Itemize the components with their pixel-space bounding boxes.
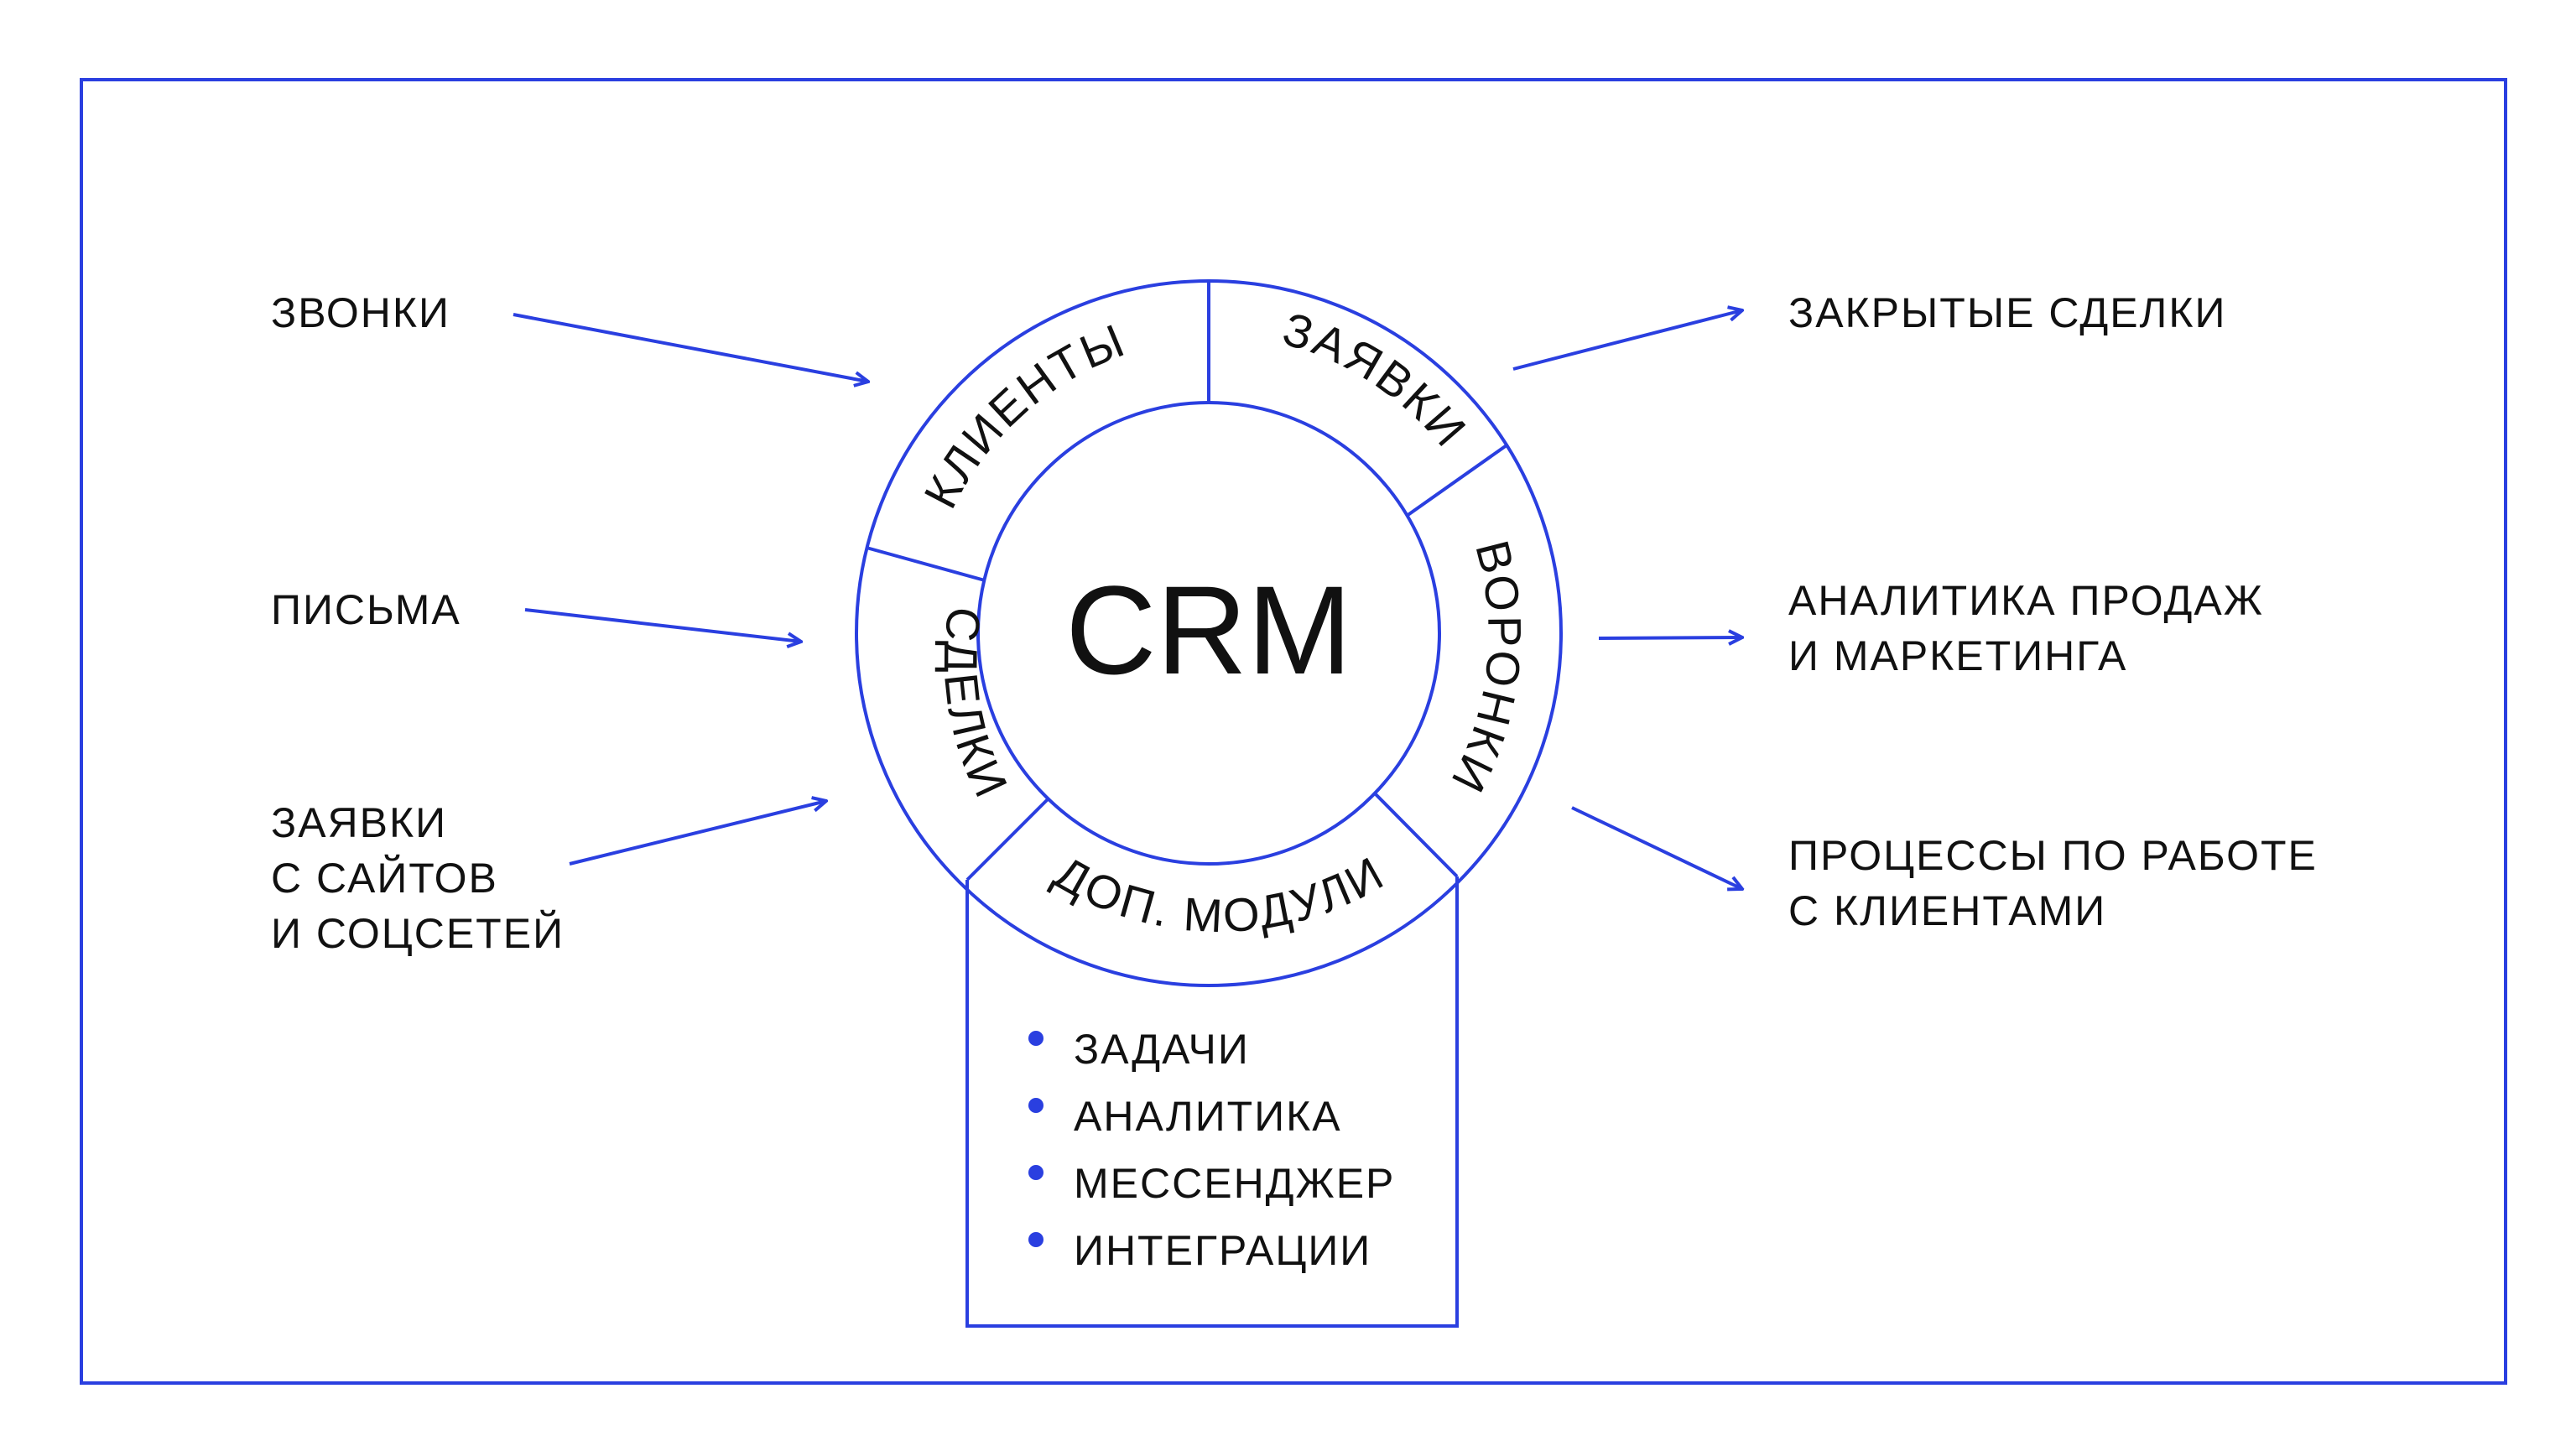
arrow-input-requests [569, 801, 826, 866]
arrow-output-closed-deals [1512, 310, 1742, 371]
modules-list: ЗАДАЧИ АНАЛИТИКА МЕССЕНДЖЕР ИНТЕГРАЦИИ [1028, 1026, 1395, 1274]
divider-funnels-modules [1372, 791, 1459, 878]
modules-box [965, 876, 1459, 1328]
bullet-icon [1028, 1098, 1043, 1113]
output-closed-deals-label: ЗАКРЫТЫЕ СДЕЛКИ [1788, 289, 2226, 336]
bullet-icon [1028, 1165, 1043, 1180]
output-analytics-label: АНАЛИТИКА ПРОДАЖ И МАРКЕТИНГА [1788, 577, 2277, 679]
arrow-input-letters [524, 608, 801, 642]
arrow-input-calls [513, 313, 868, 382]
divider-deals-clients [866, 546, 986, 582]
ring-segment-deals: СДЕЛКИ [934, 604, 1019, 807]
arrow-output-analytics [1598, 637, 1742, 638]
modules-list-item: АНАЛИТИКА [1074, 1093, 1342, 1140]
modules-list-item: МЕССЕНДЖЕР [1074, 1160, 1395, 1207]
outer-frame [80, 78, 2507, 1385]
output-processes-label: ПРОЦЕССЫ ПО РАБОТЕ С КЛИЕНТАМИ [1788, 832, 2331, 934]
arrow-output-processes [1571, 806, 1742, 889]
input-requests-label: ЗАЯВКИ С САЙТОВ И СОЦСЕТЕЙ [271, 799, 565, 957]
center-label: CRM [1065, 559, 1352, 700]
divider-requests-funnels [1405, 444, 1508, 517]
input-calls-label: ЗВОНКИ [271, 289, 450, 336]
modules-list-item: ЗАДАЧИ [1074, 1026, 1250, 1073]
modules-list-item: ИНТЕГРАЦИИ [1074, 1227, 1371, 1274]
input-letters-label: ПИСЬМА [271, 586, 461, 633]
ring-segment-clients: КЛИЕНТЫ [913, 313, 1133, 517]
ring-segment-funnels: ВОРОНКИ [1440, 535, 1531, 803]
bullet-icon [1028, 1031, 1043, 1046]
bullet-icon [1028, 1232, 1043, 1247]
divider-modules-deals [965, 797, 1050, 881]
ring-segment-modules: ДОП. МОДУЛИ [1046, 845, 1393, 942]
